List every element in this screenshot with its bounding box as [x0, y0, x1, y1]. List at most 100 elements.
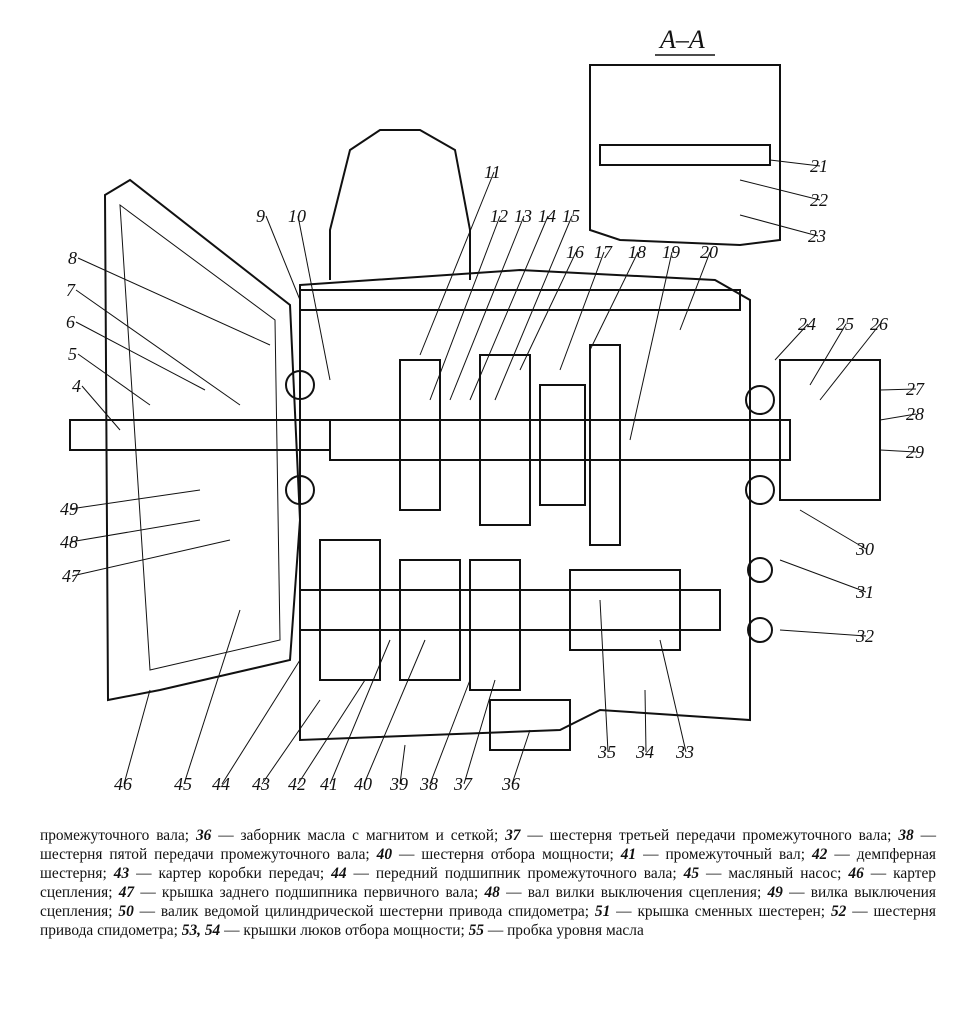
callout-49: 49: [60, 499, 78, 519]
callout-11: 11: [484, 162, 501, 182]
main-gear-2: [479, 354, 531, 526]
leader-line-4: [81, 385, 121, 431]
caption-text: — промежуточный вал;: [636, 846, 812, 863]
leader-line-41: [329, 639, 391, 785]
callout-38: 38: [419, 774, 438, 794]
leader-line-38: [429, 679, 471, 785]
callout-32: 32: [855, 626, 874, 646]
callout-23: 23: [808, 226, 826, 246]
callout-20: 20: [700, 242, 718, 262]
callout-17: 17: [594, 242, 613, 262]
caption-item-number: 46: [848, 865, 864, 882]
callout-39: 39: [389, 774, 408, 794]
callout-29: 29: [906, 442, 924, 462]
caption-item-number: 47: [118, 884, 135, 901]
callout-36: 36: [501, 774, 520, 794]
callout-21: 21: [810, 156, 828, 176]
counter-gear-3: [469, 559, 521, 691]
caption-text: — масляный насос;: [699, 865, 849, 882]
leader-line-42: [297, 679, 366, 785]
leader-line-20: [679, 251, 711, 331]
callout-4: 4: [72, 376, 81, 396]
leader-line-11: [419, 171, 495, 356]
leader-line-17: [559, 251, 605, 371]
callout-33: 33: [675, 742, 694, 762]
counter-gear-1: [319, 539, 381, 681]
leader-line-40: [363, 639, 426, 785]
callout-34: 34: [635, 742, 654, 762]
rear-bearing-lower: [745, 475, 775, 505]
caption-text: — шестерня отбора мощности;: [392, 846, 621, 863]
caption-text: — передний подшипник промежуточного вала…: [346, 865, 684, 882]
callout-7: 7: [66, 280, 76, 300]
leader-line-39: [399, 744, 406, 785]
caption-text: — заборник масла с магнитом и сеткой;: [211, 827, 506, 844]
leader-line-7: [75, 289, 241, 406]
caption-text: — шестерня привода спидометра;: [40, 903, 936, 939]
leader-line-48: [69, 519, 201, 543]
caption-item-number: 52: [830, 903, 847, 920]
clutch-housing-inner: [119, 203, 281, 671]
leader-line-29: [879, 449, 917, 453]
caption-item-number: 37: [505, 827, 521, 844]
counter-rear-bearing: [747, 557, 773, 583]
caption-text: — шестерня пятой передачи промежуточного…: [40, 827, 937, 863]
output-flange: [779, 359, 881, 501]
callout-31: 31: [855, 582, 874, 602]
counter-gear-2: [399, 559, 461, 681]
leader-line-33: [659, 639, 687, 753]
caption-text: — картер сцепления;: [40, 865, 936, 901]
caption-text: — картер коробки передач;: [129, 865, 332, 882]
front-bearing: [285, 370, 315, 400]
counter-rear-bearing-lower: [747, 617, 773, 643]
leader-line-34: [644, 689, 647, 753]
leader-line-35: [599, 599, 609, 753]
callout-14: 14: [538, 206, 556, 226]
gearbox-case: [299, 268, 751, 742]
callout-15: 15: [562, 206, 580, 226]
caption-item-number: 41: [620, 846, 637, 863]
leader-line-36: [511, 729, 531, 785]
caption-text: — шестерня третьей передачи промежуточно…: [520, 827, 899, 844]
callout-44: 44: [212, 774, 230, 794]
leader-line-13: [449, 215, 525, 401]
caption-text: — валик ведомой цилиндрической шестерни …: [133, 903, 595, 920]
caption-text: — крышка сменных шестерен;: [610, 903, 831, 920]
leader-line-26: [819, 323, 881, 401]
caption-text: — демпферная шестерня;: [40, 846, 936, 882]
callout-22: 22: [810, 190, 828, 210]
main-gear-3: [539, 384, 586, 506]
callout-27: 27: [906, 379, 925, 399]
leader-line-22: [739, 179, 821, 201]
leader-line-46: [123, 689, 151, 785]
callout-28: 28: [906, 404, 924, 424]
caption-item-number: 45: [683, 865, 700, 882]
leader-line-49: [69, 489, 201, 510]
caption-item-number: 49: [767, 884, 783, 901]
input-shaft: [69, 419, 331, 451]
callout-35: 35: [597, 742, 616, 762]
clutch-housing: [103, 178, 302, 702]
caption-item-number: 44: [331, 865, 347, 882]
callout-24: 24: [798, 314, 816, 334]
leader-line-24: [774, 323, 809, 361]
callout-30: 30: [855, 539, 874, 559]
rear-bearing: [745, 385, 775, 415]
leader-line-14: [469, 215, 549, 401]
leader-line-16: [519, 251, 577, 371]
countershaft: [299, 589, 721, 631]
callout-13: 13: [514, 206, 532, 226]
callout-41: 41: [320, 774, 338, 794]
section-label: А–А: [658, 25, 705, 54]
countershaft-splines: [569, 569, 681, 651]
leader-line-5: [77, 353, 151, 406]
callout-12: 12: [490, 206, 508, 226]
leader-line-12: [429, 215, 501, 401]
leader-line-32: [779, 629, 867, 637]
leader-line-23: [739, 214, 819, 237]
caption-item-number: 48: [484, 884, 500, 901]
oil-strainer: [489, 699, 571, 751]
callout-8: 8: [68, 248, 77, 268]
